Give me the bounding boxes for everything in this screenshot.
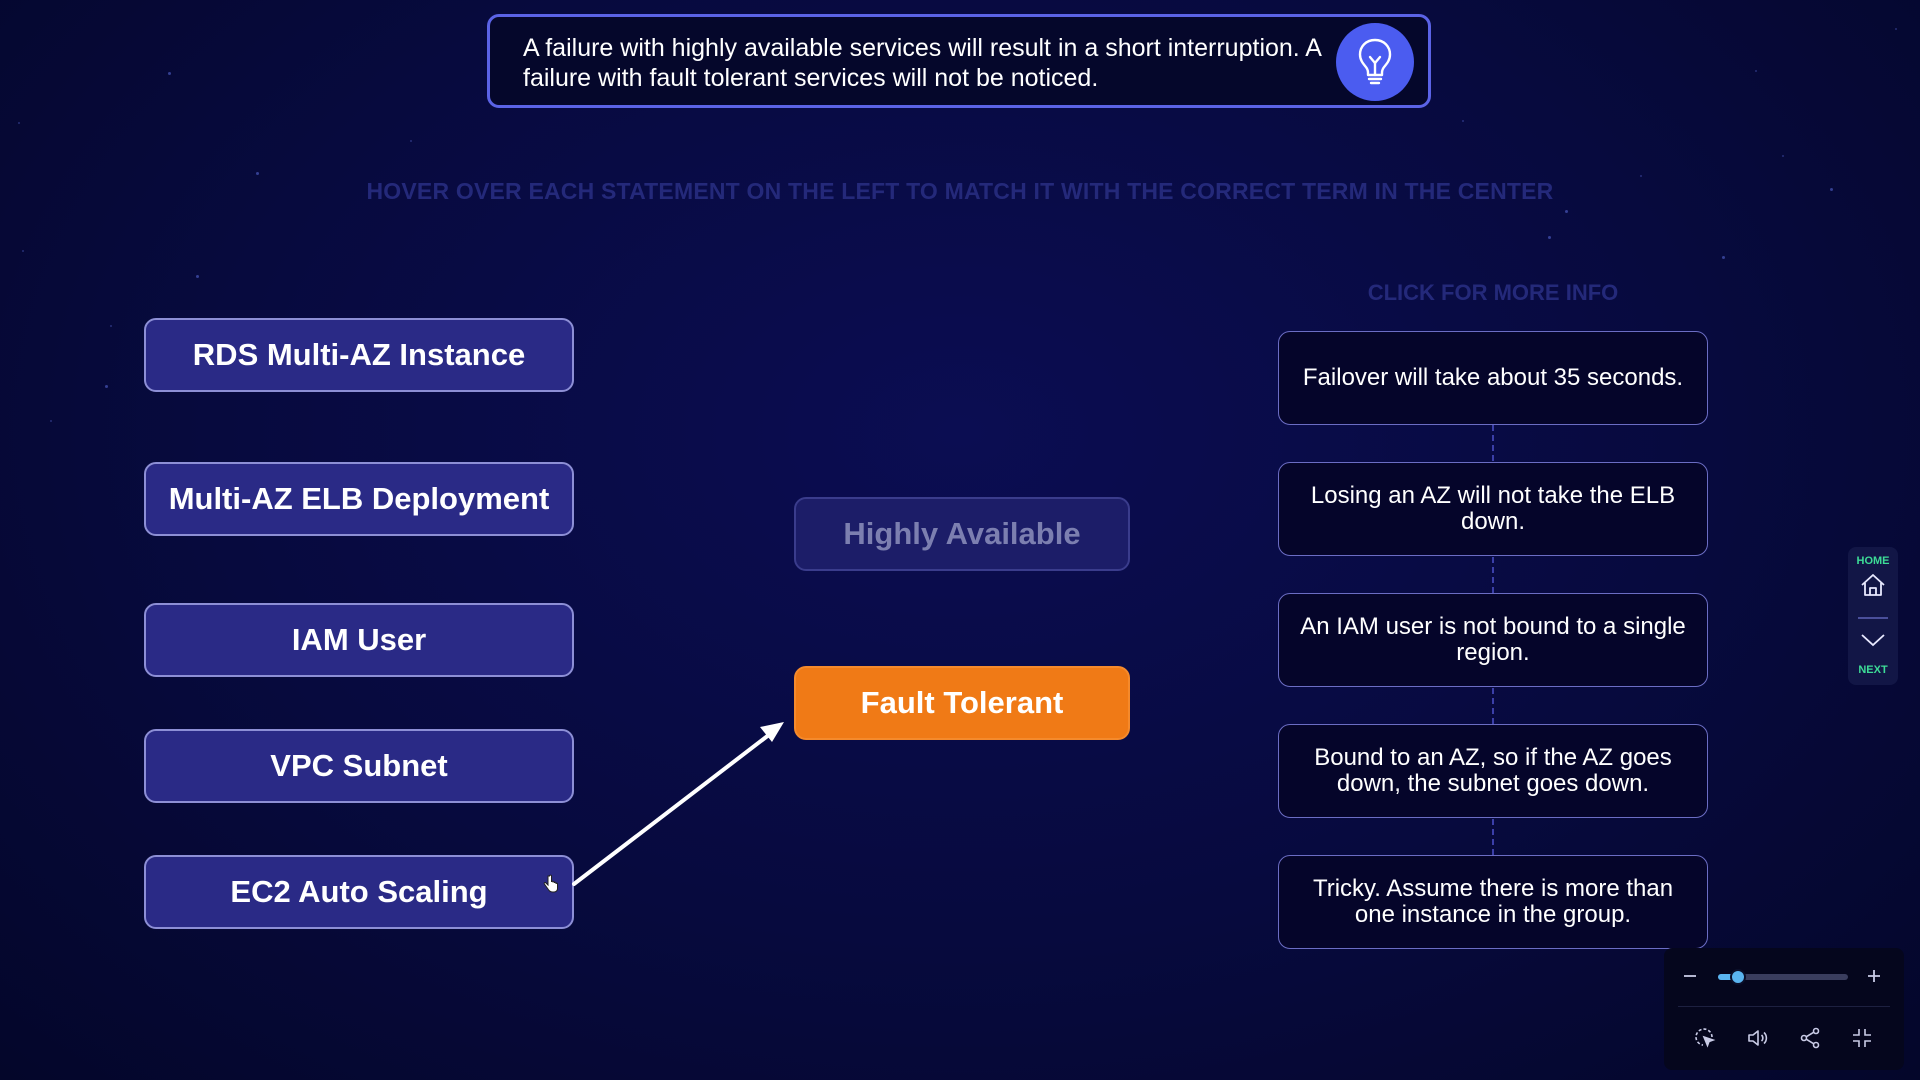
category-fault-tolerant[interactable]: Fault Tolerant [794,666,1130,740]
zoom-slider[interactable] [1718,969,1848,985]
zoom-in-icon[interactable] [1862,962,1886,990]
chevron-down-icon[interactable] [1860,633,1886,652]
tip-banner: A failure with highly available services… [487,14,1431,108]
statement-text: Tricky. Assume there is more than one in… [1312,875,1674,928]
statement-text: An IAM user is not bound to a single reg… [1300,613,1686,666]
term-ec2-auto-scaling[interactable]: EC2 Auto Scaling [144,855,574,929]
zoom-slider-fill [1718,974,1738,980]
term-iam-user[interactable]: IAM User [144,603,574,677]
statement-text: Losing an AZ will not take the ELB down. [1310,482,1676,535]
statement-connector [1492,557,1494,593]
player-controls [1664,948,1904,1070]
statement-connector [1492,688,1494,724]
statement-card[interactable]: An IAM user is not bound to a single reg… [1278,593,1708,687]
volume-icon[interactable] [1744,1024,1772,1052]
instruction-text: HOVER OVER EACH STATEMENT ON THE LEFT TO… [366,178,1554,204]
exit-fullscreen-icon[interactable] [1848,1024,1876,1052]
pointer-highlight-icon[interactable] [1690,1024,1718,1052]
term-vpc-subnet[interactable]: VPC Subnet [144,729,574,803]
pointer-cursor-icon [543,874,558,893]
term-rds-multi-az[interactable]: RDS Multi-AZ Instance [144,318,574,392]
statement-text: Failover will take about 35 seconds. [1302,364,1684,391]
statement-connector [1492,819,1494,855]
term-multi-az-elb[interactable]: Multi-AZ ELB Deployment [144,462,574,536]
nav-divider [1858,617,1888,619]
home-label: HOME [1856,555,1890,567]
tip-text: A failure with highly available services… [523,34,1321,92]
category-highly-available[interactable]: Highly Available [794,497,1130,571]
controls-divider [1678,1006,1890,1007]
share-icon[interactable] [1796,1024,1824,1052]
statement-text: Bound to an AZ, so if the AZ goes down, … [1314,744,1672,797]
statement-card[interactable]: Losing an AZ will not take the ELB down. [1278,462,1708,556]
next-label[interactable]: NEXT [1858,664,1888,676]
more-info-label: CLICK FOR MORE INFO [1367,280,1619,305]
home-icon[interactable] [1860,573,1886,602]
statement-card[interactable]: Tricky. Assume there is more than one in… [1278,855,1708,949]
zoom-out-icon[interactable] [1678,962,1702,990]
statement-card[interactable]: Failover will take about 35 seconds. [1278,331,1708,425]
statement-card[interactable]: Bound to an AZ, so if the AZ goes down, … [1278,724,1708,818]
statement-connector [1492,425,1494,461]
zoom-slider-thumb[interactable] [1729,969,1746,985]
lightbulb-icon[interactable] [1336,23,1414,101]
side-nav: HOME NEXT [1848,547,1898,685]
